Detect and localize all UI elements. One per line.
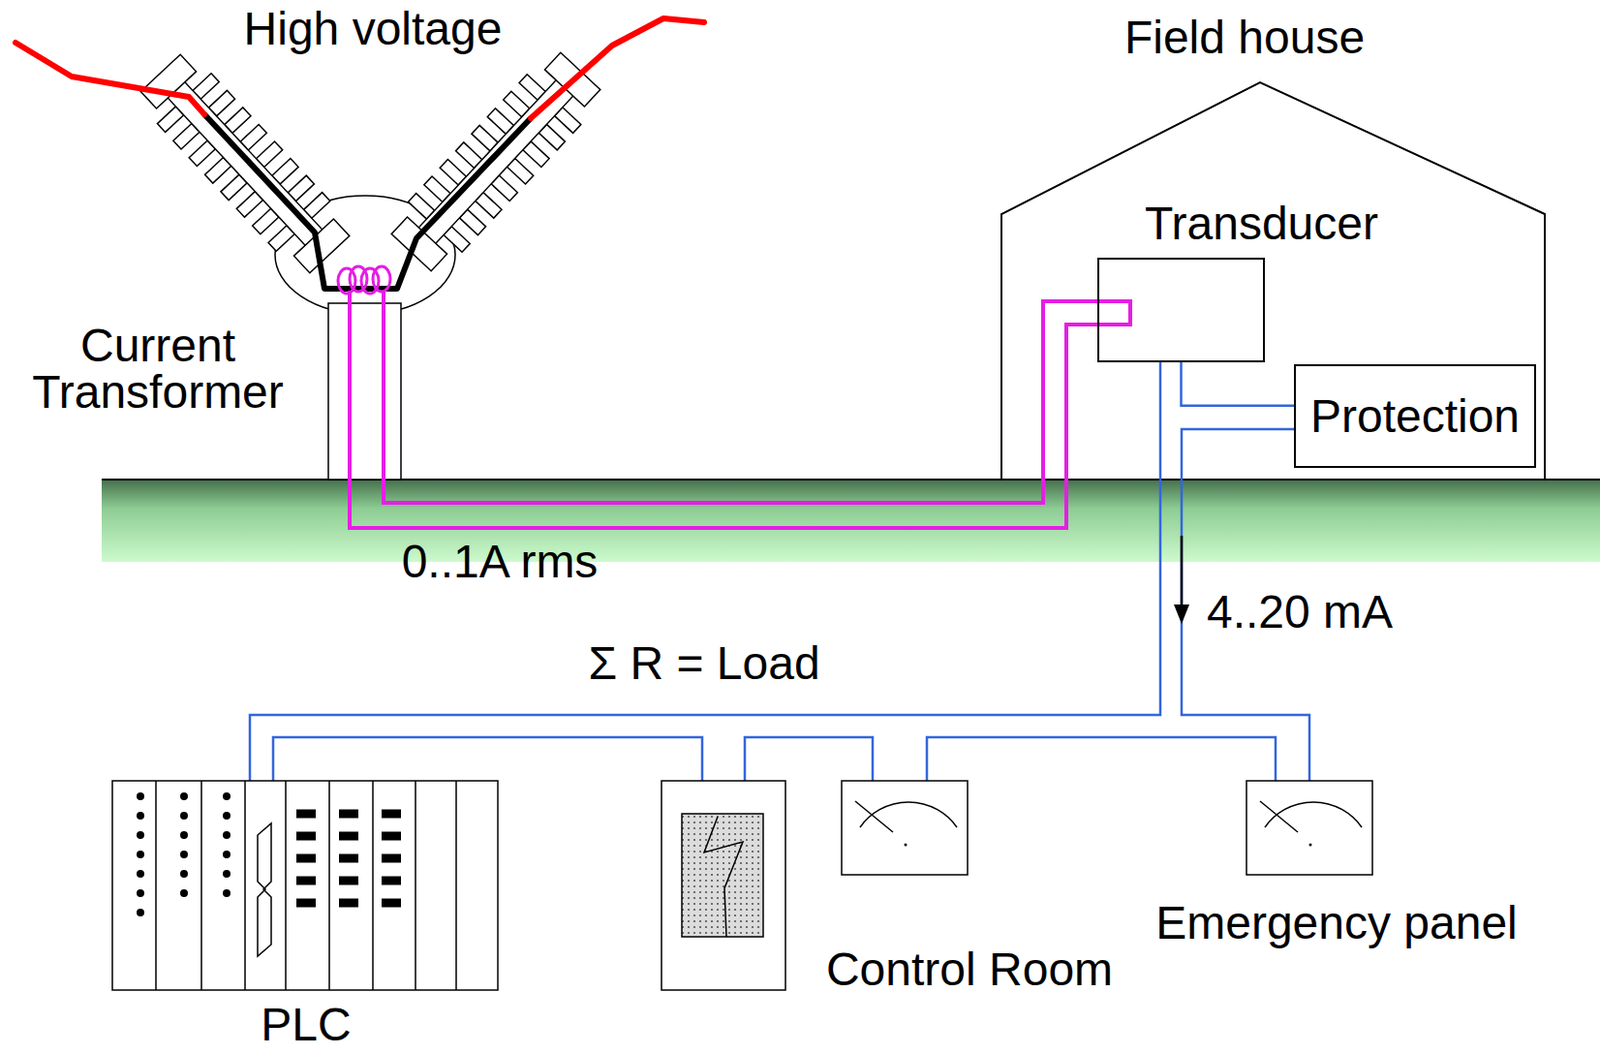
ground-line	[101, 478, 1600, 481]
transducer-box: Transducer	[1097, 257, 1265, 363]
ground-band	[101, 479, 1600, 562]
part-label: Emergency panel	[1155, 899, 1518, 947]
box-label: Protection	[1310, 393, 1520, 440]
current-arrowhead	[1173, 604, 1190, 624]
secondary-wire	[349, 290, 1131, 528]
current-arrow	[1180, 535, 1184, 609]
recorder-trace	[704, 816, 743, 937]
conductor	[204, 114, 531, 289]
house-outline	[1000, 81, 1546, 480]
house-outline	[1001, 82, 1545, 480]
house-heading: Field house	[1124, 14, 1365, 62]
signal-label: 4..20 mA	[1206, 588, 1393, 636]
chart-recorder	[661, 780, 786, 990]
part-label: PLC	[260, 1001, 351, 1048]
plc-connector	[257, 823, 272, 956]
signal-wire	[1181, 362, 1295, 406]
high-voltage-line	[15, 18, 705, 119]
insulator	[133, 47, 357, 279]
box-heading: Transducer	[1144, 200, 1379, 247]
part-label: Control Room	[826, 946, 1113, 993]
plc-rack	[112, 780, 498, 990]
plc-led	[140, 796, 227, 913]
control-room-meter	[841, 780, 968, 875]
emergency-meter	[1246, 780, 1373, 875]
transformer-pillar	[328, 303, 401, 480]
part-label: Current Transformer	[17, 322, 299, 416]
secondary-coil	[338, 266, 391, 294]
signal-label: 0..1A rms	[401, 538, 599, 585]
field-house: TransducerProtectionField house	[1000, 81, 1546, 480]
protection-box: Protection	[1293, 364, 1537, 468]
plc-io-block	[296, 813, 401, 903]
current-loop-wire	[249, 362, 1310, 781]
plc-slot	[155, 780, 457, 990]
recorder-chart	[681, 813, 764, 937]
voltage-label: High voltage	[244, 5, 503, 53]
load-label: Σ R = Load	[587, 640, 820, 687]
